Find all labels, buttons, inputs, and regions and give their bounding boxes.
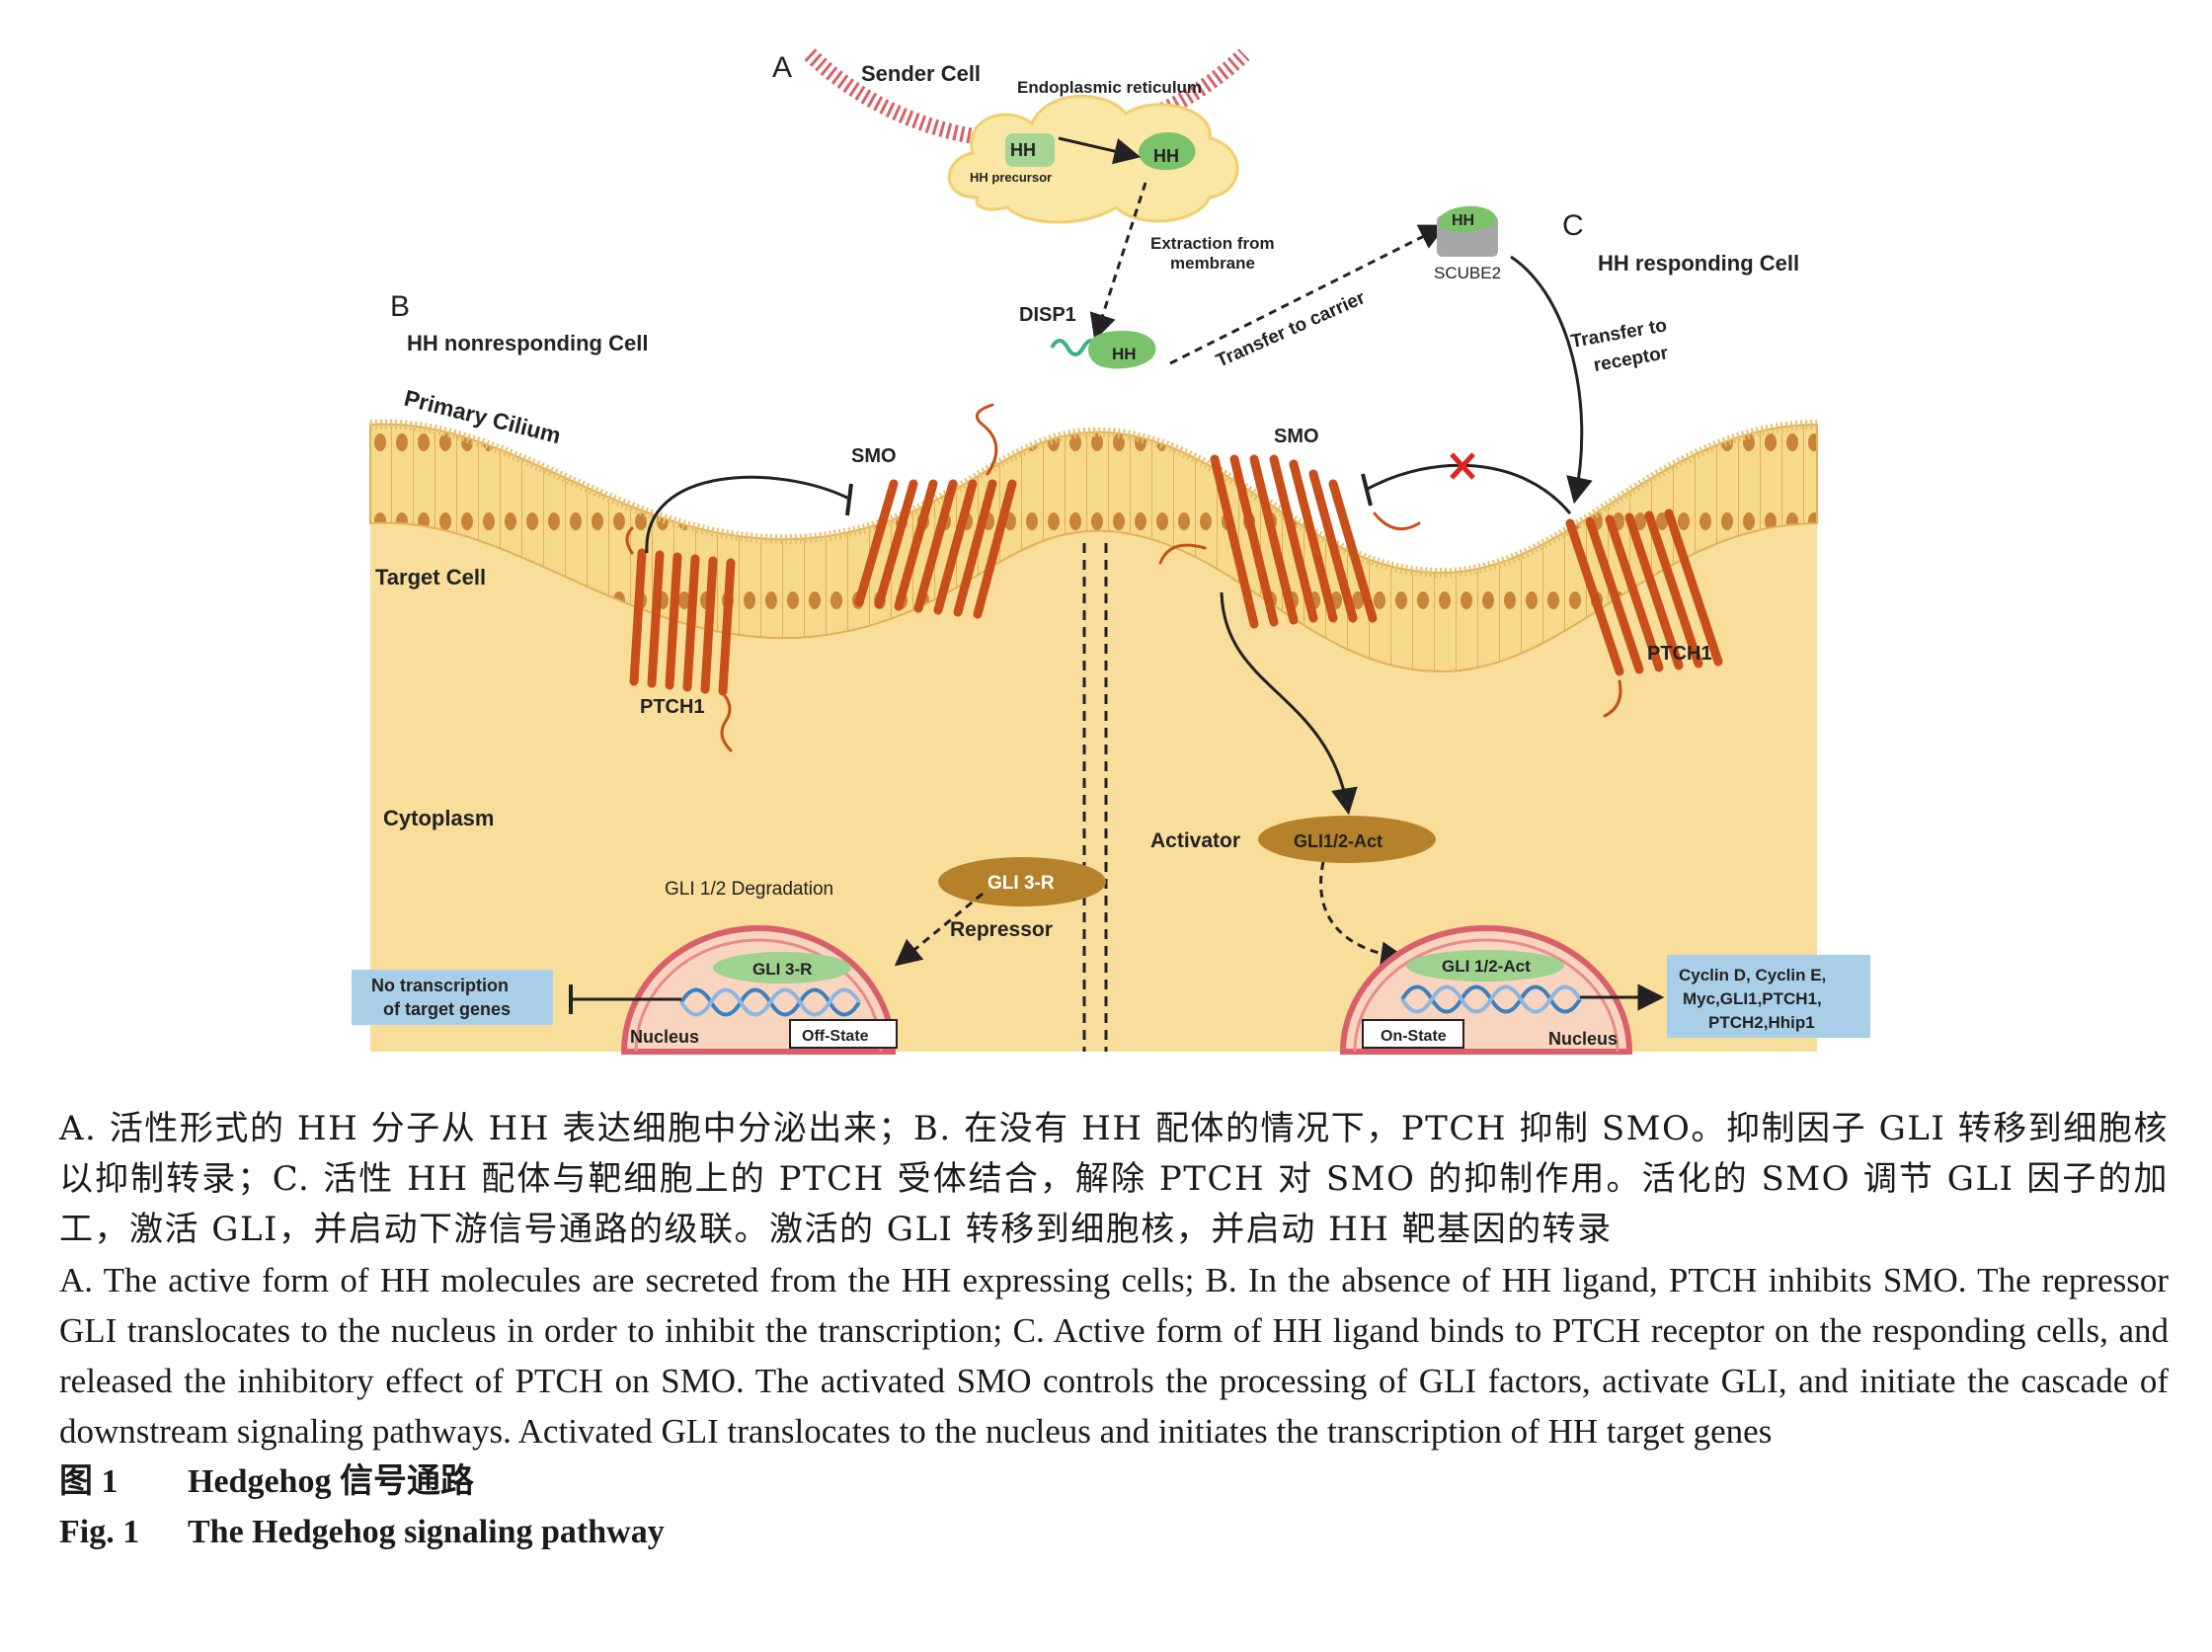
scube2-label: SCUBE2 [1434, 264, 1501, 282]
gli-degradation-label: GLI 1/2 Degradation [665, 879, 833, 900]
nucleus-left-label: Nucleus [630, 1027, 699, 1047]
repressor-label: Repressor [950, 918, 1053, 941]
figure-number-zh: 图 1 [59, 1463, 118, 1500]
figure-title-zh: 图 1 Hedgehog 信号通路 [59, 1456, 2169, 1507]
hh-mature-shape [1139, 132, 1196, 171]
disp1-label: DISP1 [1019, 304, 1076, 326]
ptch1-left [625, 526, 736, 752]
target-genes-box [1667, 955, 1870, 1038]
figure-caption: A. 活性形式的 HH 分子从 HH 表达细胞中分泌出来；B. 在没有 HH 配… [59, 1104, 2169, 1557]
gli12act-cytoplasm-text: GLI1/2-Act [1294, 831, 1382, 851]
hh-scube2-text: HH [1452, 212, 1474, 229]
hh-disp1-shape [1088, 330, 1156, 369]
on-state-label: On-State [1381, 1028, 1447, 1045]
target-genes-label-2: Myc,GLI1,PTCH1, [1683, 989, 1822, 1008]
extraction-label-1: Extraction from [1150, 234, 1275, 253]
ptch1-left-label: PTCH1 [640, 696, 705, 718]
nucleus-left [620, 925, 898, 1055]
ptch1-right [1565, 509, 1723, 718]
smo-right-label: SMO [1274, 426, 1319, 447]
caption-zh: A. 活性形式的 HH 分子从 HH 表达细胞中分泌出来；B. 在没有 HH 配… [59, 1109, 2169, 1249]
no-transcription-label-1: No transcription [371, 976, 509, 995]
target-cell-tissue [369, 419, 1818, 1052]
extraction-label-2: membrane [1170, 254, 1255, 273]
gli3r-nucleus-text: GLI 3-R [752, 960, 812, 979]
figure-title-en-text: The Hedgehog signaling pathway [188, 1514, 665, 1550]
smo-left [854, 403, 1017, 619]
hh-nonresponding-label: HH nonresponding Cell [407, 331, 648, 355]
smo-right [1158, 454, 1421, 629]
panel-label-c: C [1562, 209, 1584, 242]
activator-label: Activator [1150, 829, 1240, 852]
er-label: Endoplasmic reticulum [1017, 78, 1202, 97]
nucleus-right-label: Nucleus [1548, 1029, 1618, 1049]
panel-label-b: B [390, 290, 410, 323]
figure-title-en: Fig. 1 The Hedgehog signaling pathway [59, 1507, 2169, 1557]
hh-precursor-label: HH precursor [970, 170, 1052, 185]
hh-disp1-text: HH [1112, 345, 1137, 363]
hh-scube2-shape [1440, 205, 1497, 233]
blocked-x-icon [1450, 452, 1475, 480]
panel-label-a: A [772, 51, 792, 84]
hh-responding-label: HH responding Cell [1598, 251, 1799, 275]
figure-svg: A Sender Cell Endoplasmic reticulum HH H… [352, 48, 1870, 1055]
target-genes-label-1: Cyclin D, Cyclin E, [1679, 966, 1826, 984]
hh-precursor-shape [1005, 133, 1055, 167]
ptch1-right-label: PTCH1 [1647, 643, 1712, 665]
smo-left-label: SMO [851, 445, 897, 467]
transfer-receptor-label-2: receptor [1592, 343, 1670, 376]
figure-number-en: Fig. 1 [59, 1514, 140, 1550]
hh-mature-text: HH [1153, 146, 1179, 166]
figure-title-zh-text: Hedgehog 信号通路 [188, 1463, 474, 1500]
endoplasmic-reticulum [947, 94, 1239, 224]
caption-en: A. The active form of HH molecules are s… [59, 1261, 2169, 1451]
cytoplasm-label: Cytoplasm [383, 806, 494, 830]
sender-cell-label: Sender Cell [861, 61, 981, 86]
no-transcription-label-2: of target genes [383, 999, 511, 1019]
gli3r-cytoplasm-text: GLI 3-R [988, 873, 1055, 894]
gli12act-nucleus-text: GLI 1/2-Act [1442, 957, 1531, 976]
hh-precursor-text: HH [1010, 140, 1036, 160]
hedgehog-pathway-figure: A Sender Cell Endoplasmic reticulum HH H… [352, 48, 1870, 1055]
nucleus-right [1339, 925, 1633, 1055]
off-state-label: Off-State [802, 1028, 869, 1045]
gli12act-cytoplasm-shape [1258, 816, 1436, 863]
target-cell-label: Target Cell [375, 565, 486, 590]
no-transcription-box [352, 970, 553, 1025]
target-genes-label-3: PTCH2,Hhip1 [1708, 1013, 1815, 1032]
